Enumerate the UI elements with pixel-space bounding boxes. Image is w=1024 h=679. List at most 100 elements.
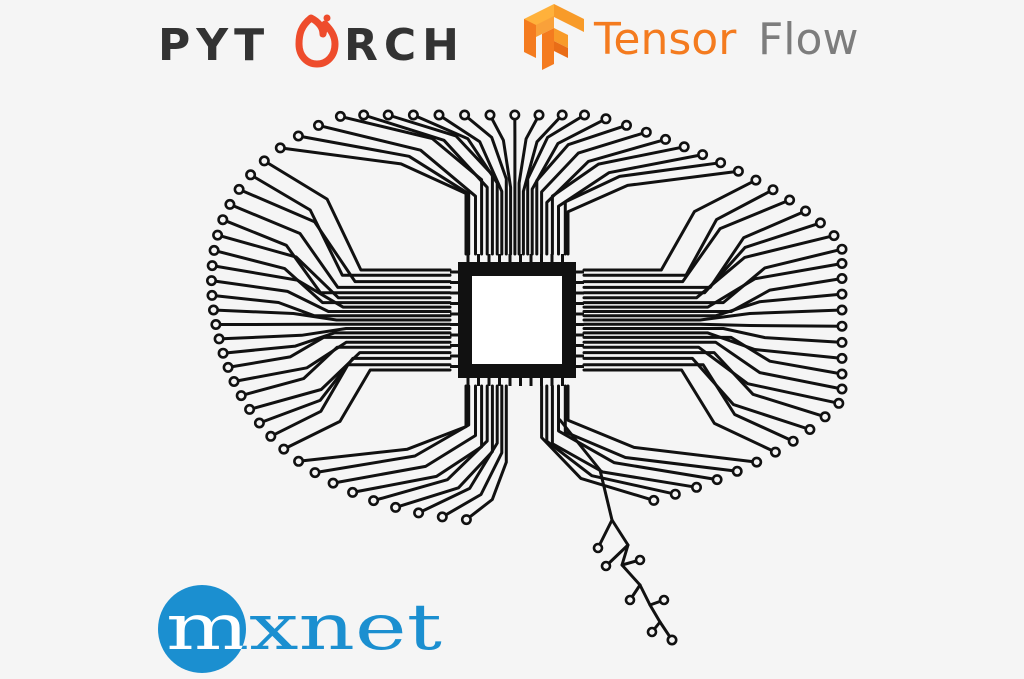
circuit-trace [582, 209, 807, 289]
circuit-trace [297, 384, 468, 463]
circuit-traces [210, 113, 844, 642]
circuit-trace [411, 113, 499, 256]
mxnet-circle-icon [158, 585, 246, 673]
pytorch-text-right: RCH [344, 20, 458, 71]
tensorflow-text-flow: Flow [758, 14, 858, 65]
circuit-pad [358, 109, 370, 121]
circuit-trace [582, 340, 844, 391]
circuit-pad [459, 109, 471, 121]
circuit-trace [239, 345, 452, 398]
circuit-trace [221, 331, 452, 355]
circuit-trace [582, 322, 844, 328]
circuit-trace [582, 262, 844, 309]
circuit-pad [327, 477, 339, 489]
circuit-trace [417, 384, 499, 515]
circuit-pad [578, 109, 590, 121]
circuit-trace [566, 169, 740, 256]
circuit-trace [582, 178, 758, 272]
circuit-pad [715, 157, 727, 169]
circuit-trace [582, 331, 844, 360]
circuit-trace [488, 113, 513, 256]
circuit-pad [659, 133, 671, 145]
circuit-pad [592, 542, 604, 554]
circuit-trace [437, 113, 504, 256]
circuit-pad [217, 347, 229, 359]
circuit-trace [226, 335, 452, 369]
circuit-pad [312, 119, 324, 131]
circuit-pad [600, 113, 612, 125]
circuit-pad [640, 126, 652, 138]
circuit-trace [545, 137, 667, 256]
tensorflow-cube-icon [524, 4, 584, 70]
circuit-pad [751, 456, 763, 468]
mxnet-text: mxnet [166, 591, 442, 665]
circuit-trace [394, 384, 494, 509]
circuit-trace [540, 384, 656, 502]
circuit-pad [206, 275, 218, 287]
circuit-pad [836, 368, 848, 380]
circuit-pad [750, 174, 762, 186]
circuit-pad [833, 397, 845, 409]
circuit-trace [550, 145, 686, 256]
circuit-pad [678, 141, 690, 153]
circuit-trace [582, 277, 844, 313]
microchip-icon [450, 254, 584, 386]
circuit-pad [836, 320, 848, 332]
circuit-pad [244, 403, 256, 415]
circuit-pad [413, 507, 425, 519]
circuit-pad [767, 184, 779, 196]
circuit-trace [582, 221, 822, 295]
circuit-pad [213, 333, 225, 345]
circuit-pad [732, 165, 744, 177]
circuit-trace [282, 368, 452, 451]
circuit-pad [274, 142, 286, 154]
circuit-pad [690, 481, 702, 493]
circuit-trace [317, 123, 477, 256]
circuit-trace [582, 327, 844, 344]
circuit-pads [206, 109, 848, 646]
circuit-trace [545, 384, 677, 496]
circuit-pad [711, 474, 723, 486]
circuit-pad [228, 375, 240, 387]
circuit-pad [697, 149, 709, 161]
circuit-trace [210, 293, 452, 318]
circuit-pad [669, 488, 681, 500]
circuit-pad [206, 289, 218, 301]
circuit-pad [784, 194, 796, 206]
circuit-trace [557, 153, 705, 256]
circuit-pad [666, 634, 678, 646]
circuit-pad [600, 560, 612, 572]
circuit-trace [331, 384, 477, 485]
circuit-pad [769, 446, 781, 458]
circuit-pad [658, 594, 670, 606]
circuit-pad [222, 361, 234, 373]
pytorch-logo: PYT O RCH [158, 14, 458, 71]
circuit-pad [368, 495, 380, 507]
circuit-trace [228, 202, 452, 289]
circuit-trace [463, 113, 508, 256]
circuit-trace [440, 384, 504, 519]
circuit-trace [313, 384, 471, 475]
tensorflow-logo: Tensor Flow [524, 4, 858, 70]
circuit-trace [221, 218, 452, 295]
circuit-pad [212, 229, 224, 241]
circuit-pad [407, 109, 419, 121]
circuit-pad [258, 155, 270, 167]
circuit-pad [828, 230, 840, 242]
circuit-trace [464, 384, 508, 522]
circuit-trace [248, 351, 452, 411]
circuit-trace [582, 198, 792, 284]
circuit-pad [208, 304, 220, 316]
circuit-trace [521, 113, 564, 256]
circuit-pad [620, 119, 632, 131]
circuit-pad [382, 109, 394, 121]
circuit-pad [787, 435, 799, 447]
circuit-trace [237, 187, 452, 284]
circuit-trace [217, 327, 452, 341]
circuit-trace [563, 384, 739, 473]
circuit-trace [278, 146, 468, 256]
circuit-trace [582, 188, 775, 277]
circuit-pad [278, 443, 290, 455]
